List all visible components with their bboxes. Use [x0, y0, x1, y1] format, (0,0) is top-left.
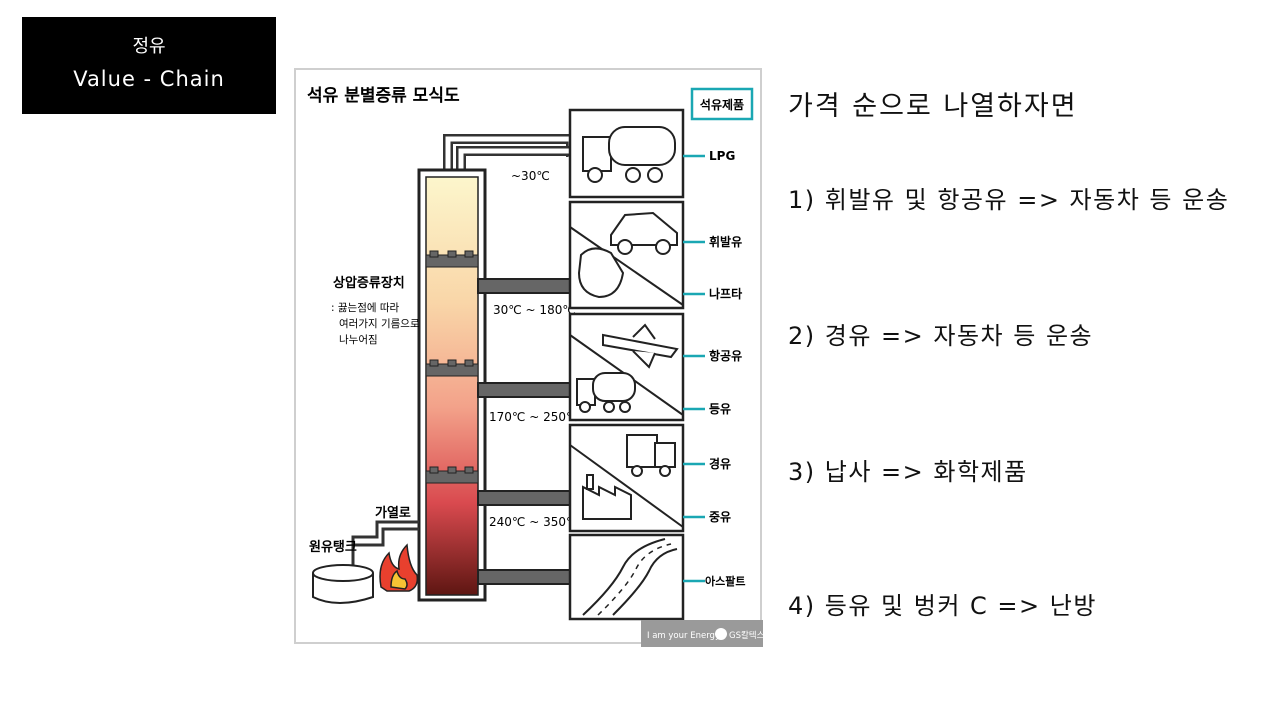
tanker-truck-small-icon [576, 372, 636, 413]
temp-2: 30℃ ~ 180℃ [493, 303, 576, 317]
truck-icon [626, 434, 676, 477]
pipe-4 [477, 569, 571, 585]
product-asphalt: 아스팔트 [705, 574, 745, 588]
pipe-1 [477, 278, 571, 294]
right-item-1: 1) 휘발유 및 항공유 => 자동차 등 운송 [788, 186, 1230, 214]
product-gasoline: 휘발유 [709, 234, 742, 249]
product-tag-box [690, 87, 754, 121]
temp-4: 240℃ ~ 350℃ [489, 515, 579, 529]
diagram-title: 석유 분별증류 모식도 [307, 86, 460, 106]
tank-label: 원유탱크 [309, 539, 357, 555]
product-diesel: 경유 [709, 457, 731, 471]
car-icon [610, 211, 678, 255]
product-lpg: LPG [709, 149, 735, 163]
product-tag: 석유제품 [700, 98, 744, 112]
product-kerosene: 등유 [709, 402, 731, 416]
left-note-1: : 끓는점에 따라 [331, 302, 400, 314]
left-note-2: 여러가지 기름으로 [339, 318, 420, 330]
crude-tank-icon [312, 564, 374, 604]
tray-2 [425, 359, 479, 377]
right-item-3: 3) 납사 => 화학제품 [788, 458, 1028, 486]
heater-label: 가열로 [375, 505, 411, 521]
factory-icon [582, 474, 632, 520]
right-item-2: 2) 경유 => 자동차 등 운송 [788, 322, 1094, 350]
tanker-truck-icon [582, 126, 676, 183]
footer-bar [641, 620, 763, 647]
left-label: 상압증류장치 [333, 275, 405, 291]
tray-1 [425, 250, 479, 268]
product-jet-fuel: 항공유 [709, 348, 742, 363]
title-box: 정유 Value - Chain [22, 17, 276, 114]
title-line1: 정유 [132, 35, 166, 57]
temp-3: 170℃ ~ 250℃ [489, 410, 579, 424]
product-naphtha: 나프타 [709, 286, 742, 301]
oil-jug-icon [577, 247, 625, 299]
road-icon [582, 538, 678, 616]
left-note-3: 나누어짐 [339, 334, 378, 346]
box-asphalt [568, 533, 685, 621]
airplane-icon [602, 323, 679, 369]
footer-right: GS칼텍스 [729, 630, 763, 641]
tray-3 [425, 466, 479, 484]
title-line2: Value - Chain [73, 66, 225, 91]
right-heading: 가격 순으로 나열하자면 [788, 91, 1078, 122]
pipe-2 [477, 382, 571, 398]
pipe-3 [477, 490, 571, 506]
fire-icon [379, 543, 419, 592]
product-ticks [683, 154, 705, 583]
footer-left: I am your Energy [647, 631, 720, 641]
distillation-diagram: 석유 분별증류 모식도 석유제품 [293, 67, 763, 647]
temp-1: ~30℃ [511, 169, 550, 183]
right-item-4: 4) 등유 및 벙커 C => 난방 [788, 592, 1097, 620]
product-heavy-oil: 중유 [709, 510, 731, 524]
gs-logo-icon [715, 628, 727, 640]
column-fill [425, 176, 479, 596]
